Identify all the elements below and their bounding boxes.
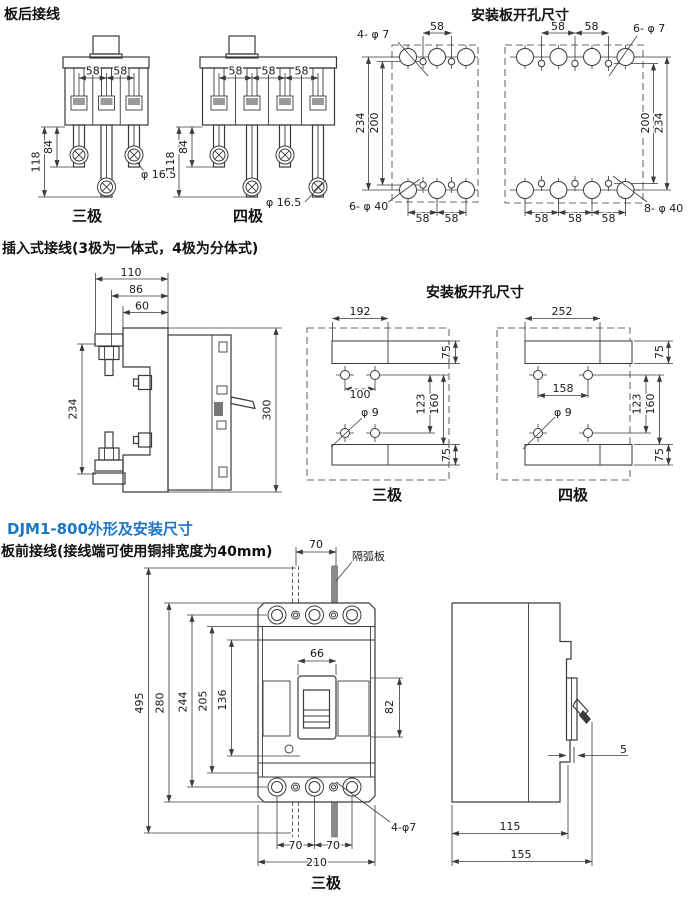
- section-title-rear-wiring: 板后接线: [4, 6, 60, 23]
- dim-label: 234: [354, 113, 367, 134]
- subtitle-front-wiring: 板前接线(接线端可使用铜排宽度为40mm): [1, 543, 272, 560]
- dim-label: 115: [500, 820, 521, 833]
- dim-label: 160: [644, 394, 657, 415]
- dim-label: 252: [552, 305, 573, 318]
- dim-label: 58: [229, 65, 243, 78]
- dim-label: 58: [86, 65, 100, 78]
- hole-callout: 4-φ7: [391, 821, 416, 834]
- dim-label: 58: [113, 65, 127, 78]
- hole-callout: 8- φ 40: [644, 202, 683, 215]
- dim-label: 58: [602, 212, 616, 225]
- dim-label: 58: [551, 20, 565, 33]
- dim-label: 123: [415, 394, 428, 415]
- dim-label: 70: [309, 538, 323, 551]
- dim-label: 136: [216, 690, 229, 711]
- dim-label: 70: [326, 839, 340, 852]
- section-title-cutout-rear: 安装板开孔尺寸: [471, 7, 569, 24]
- dim-label: 58: [535, 212, 549, 225]
- dim-label: 280: [154, 693, 167, 714]
- hole-callout: φ 9: [361, 406, 379, 419]
- section-title-plug-in: 插入式接线(3极为一体式，4极为分体式): [2, 240, 258, 257]
- dim-label: 75: [653, 448, 666, 462]
- dim-label: 234: [653, 113, 666, 134]
- rear-wiring-four-pole-drawing: 58 58 58 84 118 φ 16.5 四极: [163, 35, 338, 225]
- dim-label: 200: [639, 113, 652, 134]
- dim-label: 192: [350, 305, 371, 318]
- dim-label: 58: [262, 65, 276, 78]
- dim-label: 58: [585, 20, 599, 33]
- drawing-caption: 三极: [372, 486, 403, 504]
- dim-label: 66: [310, 647, 324, 660]
- dim-label: 75: [440, 448, 453, 462]
- dim-label: 58: [430, 20, 444, 33]
- hole-callout: 4- φ 7: [357, 28, 389, 41]
- dim-label: 244: [177, 692, 190, 713]
- dim-label: 60: [135, 300, 149, 313]
- dim-label: 5: [620, 743, 627, 756]
- dim-label: 82: [383, 700, 396, 714]
- dim-label: 300: [261, 400, 274, 421]
- dim-label: 86: [129, 283, 143, 296]
- dim-label: 75: [653, 345, 666, 359]
- dim-label: 84: [177, 140, 190, 154]
- dim-label: 110: [121, 266, 142, 279]
- cutout-plugin-four-pole-drawing: 252 75 158 123 160 φ 9 75 四极: [496, 304, 673, 504]
- hole-callout: φ 9: [554, 406, 572, 419]
- dim-label: 58: [295, 65, 309, 78]
- cutout-plugin-three-pole-drawing: 192 75 100 123 160 φ 9 75 三极: [306, 304, 460, 504]
- dim-label: 100: [350, 388, 371, 401]
- dim-label: 58: [445, 212, 459, 225]
- dim-label: 205: [197, 691, 210, 712]
- plug-in-side-view-drawing: 110 86 60 234 300: [65, 265, 282, 493]
- outline-front-view-drawing: 70 隔弧板 495 280 244 205 136 66 82 4-φ7 70…: [132, 537, 418, 893]
- section-title-outline: DJM1-800外形及安装尺寸: [7, 520, 193, 538]
- dim-label: 123: [631, 394, 644, 415]
- dim-label: 200: [368, 113, 381, 134]
- dim-label: 155: [511, 848, 532, 861]
- rear-wiring-three-pole-drawing: 58 58 84 118 φ 16.5 三极: [28, 35, 178, 225]
- outline-side-view-drawing: 5 115 155: [451, 602, 629, 866]
- dim-label: 234: [67, 399, 80, 420]
- dim-label: 58: [416, 212, 430, 225]
- hole-callout: 6- φ 40: [349, 200, 388, 213]
- dim-label: 160: [428, 394, 441, 415]
- hole-callout: 6- φ 7: [633, 22, 665, 35]
- drawing-caption: 四极: [233, 207, 264, 225]
- dim-label: 495: [133, 693, 146, 714]
- drawing-caption: 三极: [311, 874, 342, 892]
- dim-label: 84: [42, 140, 55, 154]
- dim-label: 158: [553, 382, 574, 395]
- dim-label: 210: [306, 856, 327, 869]
- hole-callout: φ 16.5: [266, 196, 301, 209]
- section-title-cutout-plugin: 安装板开孔尺寸: [426, 284, 524, 301]
- drawing-caption: 三极: [72, 207, 103, 225]
- dim-label: 118: [164, 152, 177, 173]
- cutout-rear-four-pole-drawing: 58 58 6- φ 7 200 234 8- φ 40 58 58 58: [504, 19, 685, 227]
- cutout-rear-three-pole-drawing: 58 4- φ 7 234 200 6- φ 40 58 58: [348, 19, 479, 227]
- drawing-caption: 四极: [558, 486, 589, 504]
- dim-label: 70: [289, 839, 303, 852]
- dim-label: 75: [440, 345, 453, 359]
- arc-plate-callout: 隔弧板: [352, 549, 385, 563]
- hole-callout: φ 16.5: [141, 168, 176, 181]
- dim-label: 58: [568, 212, 582, 225]
- dim-label: 118: [30, 152, 43, 173]
